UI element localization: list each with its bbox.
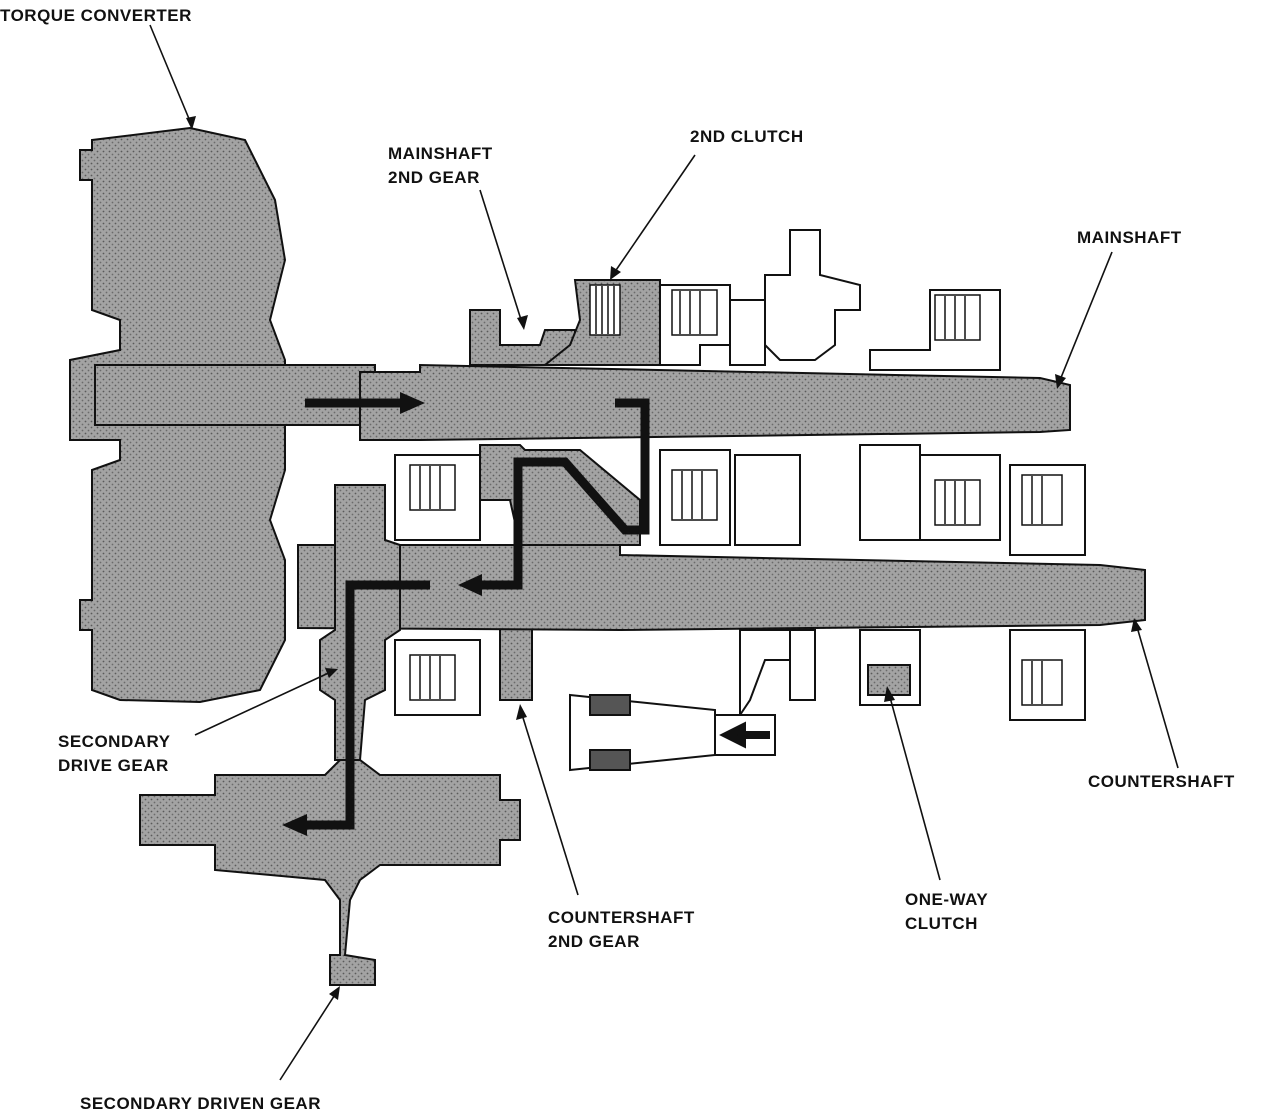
label-secondary-drive-gear-line2: DRIVE GEAR bbox=[58, 756, 169, 775]
label-countershaft-2nd-gear: COUNTERSHAFT 2ND GEAR bbox=[548, 906, 695, 954]
middle-clutch-outlines bbox=[394, 444, 1086, 556]
label-countershaft-2nd-gear-line2: 2ND GEAR bbox=[548, 932, 640, 951]
input-shaft bbox=[94, 364, 376, 426]
label-countershaft: COUNTERSHAFT bbox=[1088, 772, 1235, 791]
countershaft-2nd-gear-part bbox=[499, 624, 533, 701]
label-mainshaft-2nd-gear-line2: 2ND GEAR bbox=[388, 168, 480, 187]
label-mainshaft: MAINSHAFT bbox=[1077, 228, 1182, 247]
label-2nd-clutch: 2ND CLUTCH bbox=[690, 127, 804, 146]
servo-assembly bbox=[569, 693, 776, 772]
power-flow-path bbox=[282, 392, 650, 836]
mainshaft bbox=[359, 363, 1071, 441]
mainshaft-2nd-gear-part bbox=[469, 309, 576, 366]
label-mainshaft-2nd-gear: MAINSHAFT 2ND GEAR bbox=[388, 142, 493, 190]
countershaft bbox=[297, 544, 1146, 632]
second-clutch-plates bbox=[589, 284, 621, 336]
upper-clutch-outlines bbox=[659, 229, 1001, 371]
label-mainshaft-2nd-gear-line1: MAINSHAFT bbox=[388, 144, 493, 163]
secondary-driven-shaft bbox=[139, 759, 521, 986]
label-torque-converter: TORQUE CONVERTER bbox=[0, 6, 192, 25]
leader-lines bbox=[149, 24, 1179, 1081]
label-secondary-drive-gear-line1: SECONDARY bbox=[58, 732, 171, 751]
label-one-way-clutch-line2: CLUTCH bbox=[905, 914, 978, 933]
label-countershaft-2nd-gear-line1: COUNTERSHAFT bbox=[548, 908, 695, 927]
secondary-drive-gear-part bbox=[319, 484, 401, 761]
servo-arrow-icon bbox=[719, 721, 770, 749]
label-one-way-clutch-line1: ONE-WAY bbox=[905, 890, 989, 909]
label-secondary-driven-gear: SECONDARY DRIVEN GEAR bbox=[80, 1094, 321, 1113]
label-one-way-clutch: ONE-WAY CLUTCH bbox=[905, 888, 988, 936]
label-secondary-drive-gear: SECONDARY DRIVE GEAR bbox=[58, 730, 171, 778]
lower-clutch-outlines bbox=[394, 629, 1086, 721]
